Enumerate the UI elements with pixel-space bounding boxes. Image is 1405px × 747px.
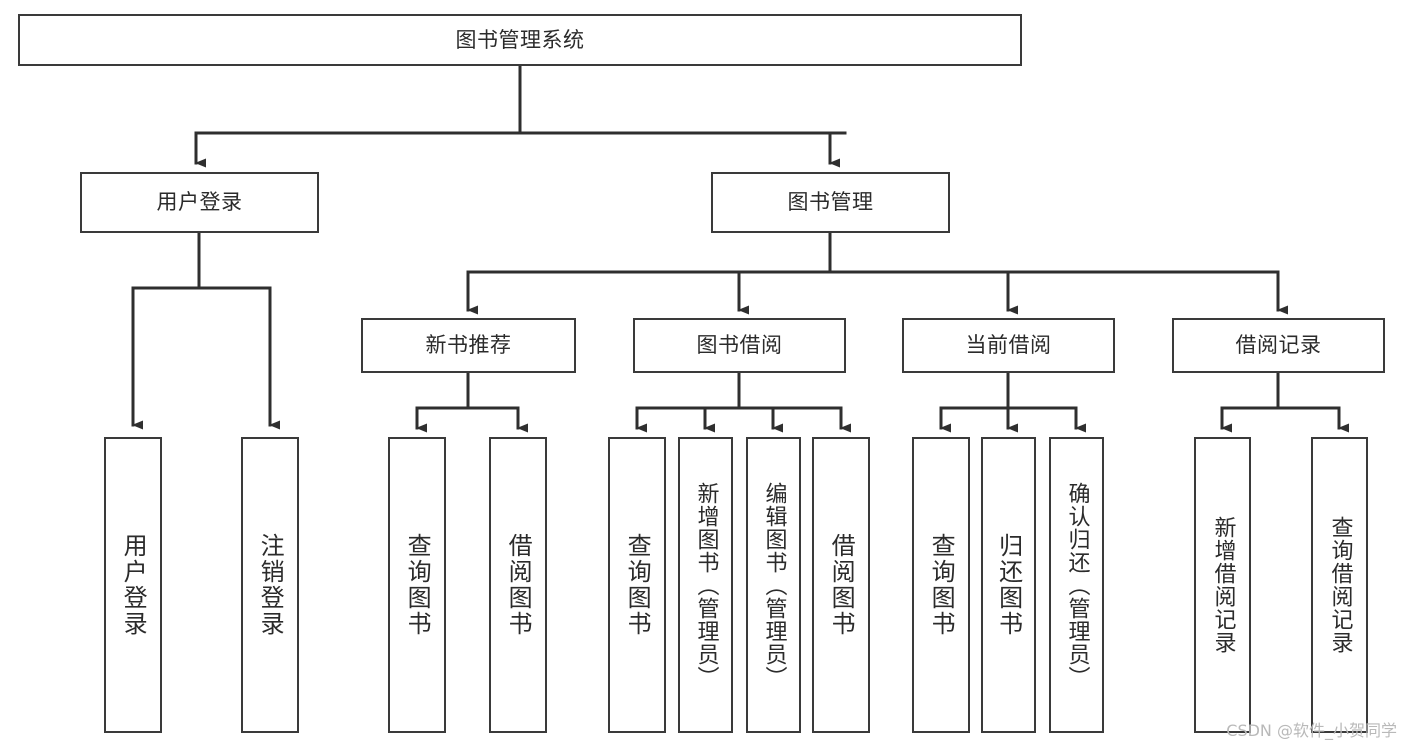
leaf-book-borrow-add-book-admin[interactable]: 新增图书（管理员） bbox=[678, 437, 733, 733]
node-label: 注销登录 bbox=[256, 533, 285, 637]
leaf-borrow-record-query-record[interactable]: 查询借阅记录 bbox=[1311, 437, 1368, 733]
leaf-book-borrow-query-book[interactable]: 查询图书 bbox=[608, 437, 666, 733]
node-new-book-recommend[interactable]: 新书推荐 bbox=[361, 318, 576, 373]
node-label: 新书推荐 bbox=[425, 333, 512, 358]
node-label: 新增借阅记录 bbox=[1210, 516, 1236, 654]
node-label: 借阅图书 bbox=[827, 533, 856, 637]
node-user-login[interactable]: 用户登录 bbox=[80, 172, 319, 233]
node-book-management[interactable]: 图书管理 bbox=[711, 172, 950, 233]
csdn-watermark: CSDN @软件_小贺同学 bbox=[1226, 721, 1397, 740]
node-label: 用户登录 bbox=[119, 533, 148, 637]
leaf-new-book-borrow-book[interactable]: 借阅图书 bbox=[489, 437, 547, 733]
leaf-borrow-record-add-record[interactable]: 新增借阅记录 bbox=[1194, 437, 1251, 733]
node-label: 借阅记录 bbox=[1235, 333, 1322, 358]
node-label: 归还图书 bbox=[994, 533, 1023, 637]
node-label: 图书借阅 bbox=[696, 333, 783, 358]
leaf-book-borrow-borrow-book[interactable]: 借阅图书 bbox=[812, 437, 870, 733]
leaf-user-login-login[interactable]: 用户登录 bbox=[104, 437, 162, 733]
node-label: 图书管理系统 bbox=[455, 27, 585, 52]
node-label: 查询图书 bbox=[927, 533, 956, 637]
node-label: 借阅图书 bbox=[504, 533, 533, 637]
leaf-current-borrow-confirm-return-admin[interactable]: 确认归还（管理员） bbox=[1049, 437, 1104, 733]
node-book-borrow[interactable]: 图书借阅 bbox=[633, 318, 846, 373]
node-label: 确认归还（管理员） bbox=[1064, 481, 1090, 689]
node-current-borrow[interactable]: 当前借阅 bbox=[902, 318, 1115, 373]
node-label: 编辑图书（管理员） bbox=[761, 481, 787, 689]
leaf-current-borrow-return-book[interactable]: 归还图书 bbox=[981, 437, 1036, 733]
node-label: 查询借阅记录 bbox=[1327, 516, 1353, 654]
leaf-book-borrow-edit-book-admin[interactable]: 编辑图书（管理员） bbox=[746, 437, 801, 733]
node-borrow-record[interactable]: 借阅记录 bbox=[1172, 318, 1385, 373]
leaf-user-login-logout[interactable]: 注销登录 bbox=[241, 437, 299, 733]
node-label: 图书管理 bbox=[787, 190, 874, 215]
leaf-new-book-query-book[interactable]: 查询图书 bbox=[388, 437, 446, 733]
node-root-book-management-system[interactable]: 图书管理系统 bbox=[18, 14, 1022, 66]
leaf-current-borrow-query-book[interactable]: 查询图书 bbox=[912, 437, 970, 733]
node-label: 新增图书（管理员） bbox=[693, 481, 719, 689]
node-label: 查询图书 bbox=[403, 533, 432, 637]
node-label: 用户登录 bbox=[156, 190, 243, 215]
node-label: 当前借阅 bbox=[965, 333, 1052, 358]
node-label: 查询图书 bbox=[623, 533, 652, 637]
